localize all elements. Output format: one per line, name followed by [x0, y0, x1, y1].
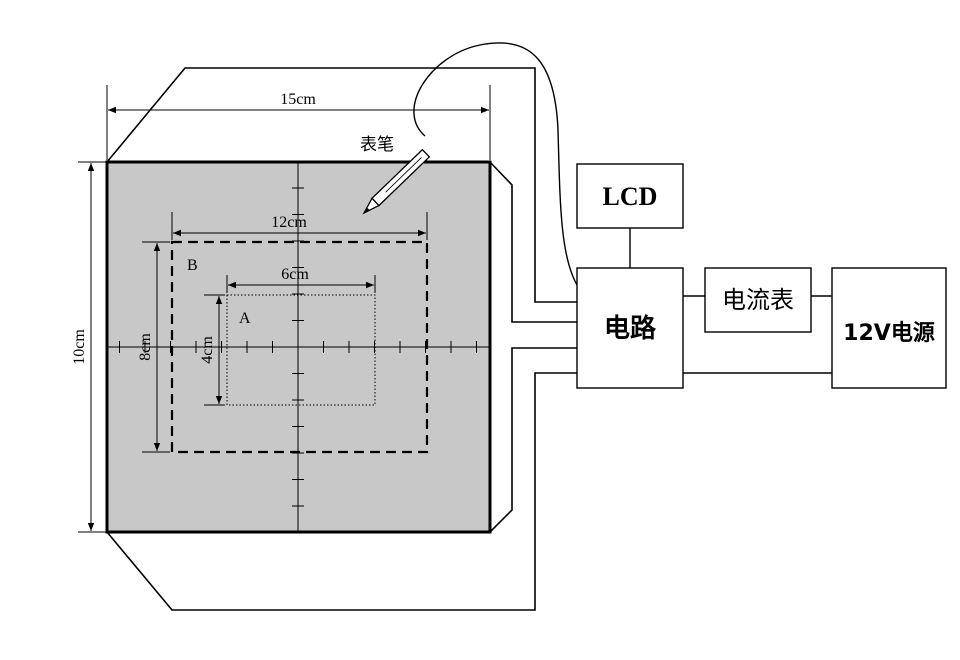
dim-4cm [204, 294, 225, 406]
circuit-box [576, 267, 684, 389]
dim-12cm [171, 212, 428, 240]
power-box [831, 267, 947, 389]
dim-6cm-label: 6cm [281, 266, 309, 283]
ammeter-box-label: 电流表 [722, 286, 794, 314]
dim-8cm-label: 8cm [137, 333, 154, 361]
pen-label: 表笔 [360, 135, 394, 155]
dim-8cm [142, 241, 170, 453]
wire-right-lower [489, 347, 577, 533]
power-box-label: 12V电源 [843, 321, 935, 346]
region-a-label: A [239, 310, 251, 327]
wire-top [106, 67, 577, 303]
dim-6cm [226, 275, 376, 293]
axis-ticks [119, 187, 477, 507]
dim-15cm [106, 85, 491, 160]
lcd-box-label: LCD [603, 182, 658, 211]
wire-bottom [106, 372, 577, 611]
dim-12cm-label: 12cm [271, 214, 307, 231]
pen-icon [362, 148, 431, 215]
dim-15cm-label: 15cm [280, 91, 316, 108]
dim-10cm [78, 161, 107, 533]
dim-4cm-label: 4cm [199, 336, 216, 364]
rect-a [226, 294, 376, 406]
dim-10cm-label: 10cm [71, 329, 88, 365]
rect-b [170, 240, 429, 454]
lcd-box [576, 163, 684, 229]
region-b-label: B [187, 257, 198, 274]
wire-right-upper [489, 161, 577, 323]
wiring-frame [106, 67, 577, 611]
pen-cable [413, 42, 578, 286]
circuit-box-label: 电路 [604, 313, 657, 344]
ammeter-box [704, 267, 812, 333]
